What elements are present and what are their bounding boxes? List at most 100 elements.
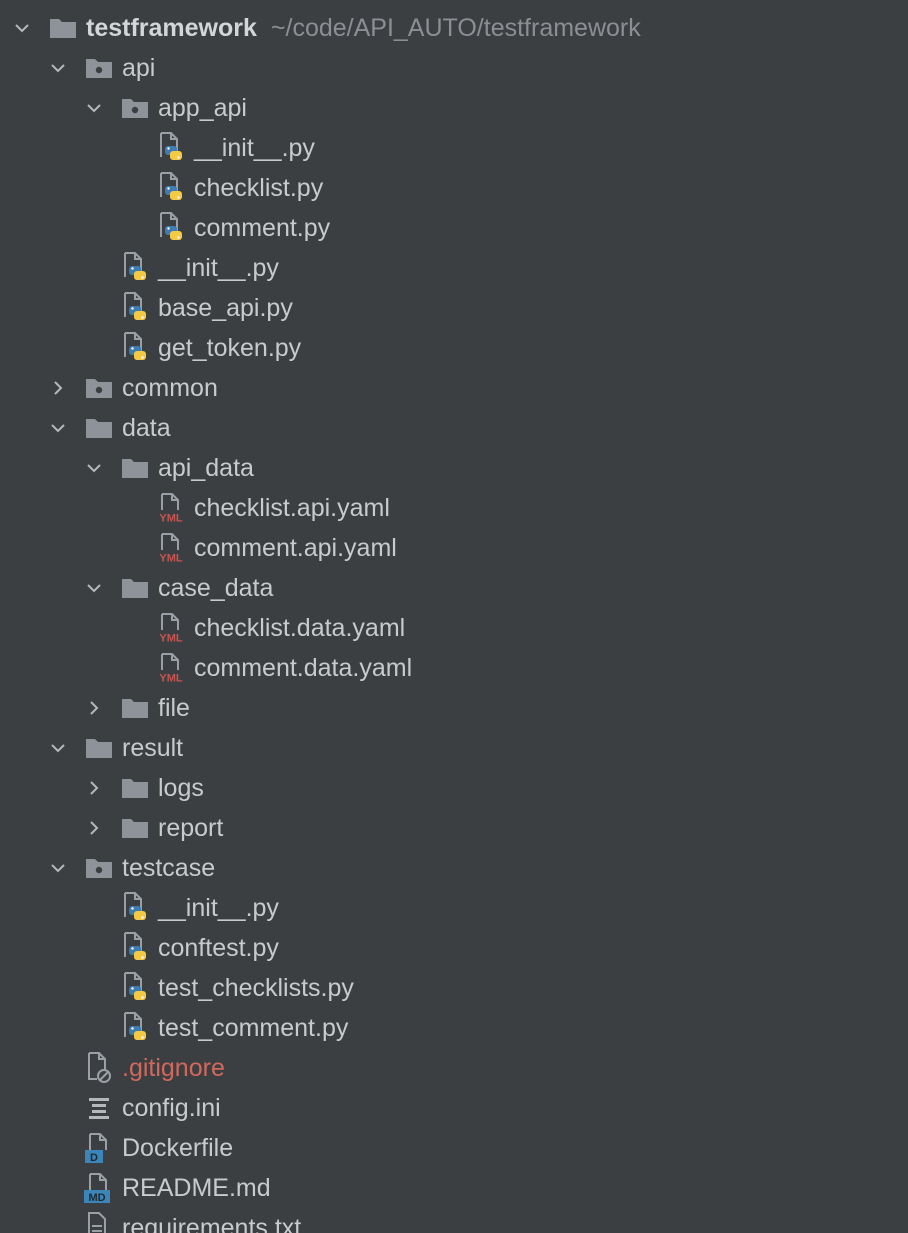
tree-row-label: Dockerfile <box>122 1134 234 1162</box>
yaml-file-icon: YML <box>156 488 186 528</box>
python-file-icon <box>156 168 186 208</box>
chevron-right-icon[interactable] <box>47 368 69 408</box>
root-path: ~/code/API_AUTO/testframework <box>270 14 641 42</box>
python-file-icon <box>156 208 186 248</box>
chevron-down-icon[interactable] <box>83 568 105 608</box>
folder-icon <box>48 8 78 48</box>
tree-row-label: logs <box>158 774 204 802</box>
tree-row-label: checklist.api.yaml <box>194 494 390 522</box>
svg-text:YML: YML <box>159 673 183 685</box>
tree-row[interactable]: requirements.txt <box>0 1208 908 1233</box>
tree-row-label: comment.data.yaml <box>194 654 413 682</box>
tree-row[interactable]: base_api.py <box>0 288 908 328</box>
chevron-down-icon[interactable] <box>83 448 105 488</box>
tree-row-label: conftest.py <box>158 934 279 962</box>
yaml-file-icon: YML <box>156 608 186 648</box>
tree-row-label: __init__.py <box>158 254 279 282</box>
chevron-down-icon[interactable] <box>47 848 69 888</box>
tree-row-label: __init__.py <box>158 894 279 922</box>
python-file-icon <box>120 328 150 368</box>
tree-row-label: case_data <box>158 574 274 602</box>
tree-row-label: README.md <box>122 1174 271 1202</box>
tree-row[interactable]: file <box>0 688 908 728</box>
svg-text:YML: YML <box>159 513 183 525</box>
docker-file-icon: D <box>84 1128 114 1168</box>
tree-row[interactable]: __init__.py <box>0 128 908 168</box>
tree-row[interactable]: logs <box>0 768 908 808</box>
tree-row-label: testcase <box>122 854 216 882</box>
folder-icon <box>84 408 114 448</box>
yaml-file-icon: YML <box>156 528 186 568</box>
tree-row-label: config.ini <box>122 1094 221 1122</box>
tree-row[interactable]: api <box>0 48 908 88</box>
python-file-icon <box>120 928 150 968</box>
chevron-down-icon[interactable] <box>47 48 69 88</box>
tree-row-label: comment.api.yaml <box>194 534 397 562</box>
chevron-right-icon[interactable] <box>83 808 105 848</box>
tree-row[interactable]: __init__.py <box>0 888 908 928</box>
tree-row-label: api_data <box>158 454 254 482</box>
tree-row[interactable]: app_api <box>0 88 908 128</box>
tree-row-label: get_token.py <box>158 334 302 362</box>
yaml-file-icon: YML <box>156 648 186 688</box>
package-folder-icon <box>120 88 150 128</box>
tree-row[interactable]: test_checklists.py <box>0 968 908 1008</box>
tree-row[interactable]: api_data <box>0 448 908 488</box>
tree-row[interactable]: .gitignore <box>0 1048 908 1088</box>
svg-text:YML: YML <box>159 633 183 645</box>
tree-row-label: report <box>158 814 224 842</box>
python-file-icon <box>120 288 150 328</box>
tree-row-label: app_api <box>158 94 247 122</box>
python-file-icon <box>120 968 150 1008</box>
text-file-icon <box>84 1208 114 1233</box>
tree-row[interactable]: data <box>0 408 908 448</box>
tree-row[interactable]: report <box>0 808 908 848</box>
chevron-down-icon[interactable] <box>47 728 69 768</box>
package-folder-icon <box>84 368 114 408</box>
chevron-down-icon[interactable] <box>83 88 105 128</box>
tree-row[interactable]: D Dockerfile <box>0 1128 908 1168</box>
tree-row[interactable]: test_comment.py <box>0 1008 908 1048</box>
tree-row[interactable]: config.ini <box>0 1088 908 1128</box>
folder-icon <box>120 688 150 728</box>
markdown-file-icon: MD <box>84 1168 114 1208</box>
python-file-icon <box>120 888 150 928</box>
folder-icon <box>120 568 150 608</box>
tree-row[interactable]: YML comment.data.yaml <box>0 648 908 688</box>
tree-row[interactable]: result <box>0 728 908 768</box>
tree-row[interactable]: common <box>0 368 908 408</box>
tree-row[interactable]: YML comment.api.yaml <box>0 528 908 568</box>
tree-row[interactable]: get_token.py <box>0 328 908 368</box>
tree-row[interactable]: conftest.py <box>0 928 908 968</box>
tree-row[interactable]: checklist.py <box>0 168 908 208</box>
svg-text:MD: MD <box>88 1192 105 1204</box>
folder-icon <box>120 768 150 808</box>
tree-row[interactable]: __init__.py <box>0 248 908 288</box>
python-file-icon <box>120 1008 150 1048</box>
tree-row-label: requirements.txt <box>122 1214 302 1233</box>
tree-row-label: __init__.py <box>194 134 315 162</box>
chevron-down-icon[interactable] <box>11 8 33 48</box>
tree-row-label: api <box>122 54 156 82</box>
folder-icon <box>84 728 114 768</box>
tree-row[interactable]: comment.py <box>0 208 908 248</box>
tree-row-label: common <box>122 374 218 402</box>
package-folder-icon <box>84 848 114 888</box>
chevron-down-icon[interactable] <box>47 408 69 448</box>
svg-text:D: D <box>90 1152 98 1164</box>
tree-row[interactable]: MD README.md <box>0 1168 908 1208</box>
folder-icon <box>120 448 150 488</box>
tree-root-row[interactable]: testframework~/code/API_AUTO/testframewo… <box>0 8 908 48</box>
tree-row[interactable]: testcase <box>0 848 908 888</box>
chevron-right-icon[interactable] <box>83 768 105 808</box>
tree-row-label: comment.py <box>194 214 331 242</box>
folder-icon <box>120 808 150 848</box>
tree-row[interactable]: case_data <box>0 568 908 608</box>
tree-row[interactable]: YML checklist.api.yaml <box>0 488 908 528</box>
tree-row-label: base_api.py <box>158 294 293 322</box>
tree-row-label: test_comment.py <box>158 1014 349 1042</box>
tree-row-label: .gitignore <box>122 1054 225 1082</box>
tree-row-label: data <box>122 414 171 442</box>
chevron-right-icon[interactable] <box>83 688 105 728</box>
